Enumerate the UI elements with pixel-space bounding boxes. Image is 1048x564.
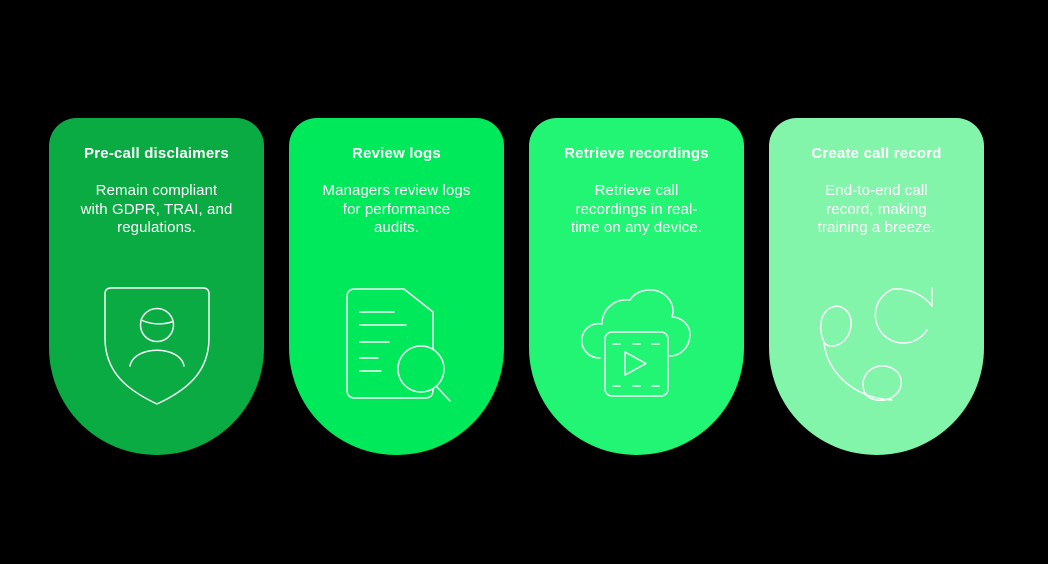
card-description-line: with GDPR, TRAI, and bbox=[80, 200, 233, 218]
card-description-line: regulations. bbox=[117, 219, 196, 236]
card-description: Retrieve call recordings in real- time o… bbox=[529, 182, 744, 238]
card-description-line: training a breeze. bbox=[817, 219, 936, 236]
card-title: Retrieve recordings bbox=[564, 145, 709, 162]
card-description-line: End-to-end call bbox=[825, 182, 928, 199]
card-description-line: record, making bbox=[826, 200, 927, 218]
card-description: Managers review logs for performance aud… bbox=[289, 182, 504, 238]
feature-card-pre-call-disclaimers: Pre-call disclaimers Remain compliant wi… bbox=[49, 118, 264, 455]
phone-refresh-icon bbox=[769, 286, 984, 402]
card-description-line: Managers review logs bbox=[322, 182, 471, 199]
feature-card-review-logs: Review logs Managers review logs for per… bbox=[289, 118, 504, 455]
card-description-line: time on any device. bbox=[570, 219, 703, 236]
cloud-video-icon bbox=[529, 286, 744, 400]
card-description-line: recordings in real- bbox=[575, 200, 698, 218]
card-description: Remain compliant with GDPR, TRAI, and re… bbox=[49, 182, 264, 238]
feature-card-retrieve-recordings: Retrieve recordings Retrieve call record… bbox=[529, 118, 744, 455]
card-title: Pre-call disclaimers bbox=[84, 145, 229, 162]
card-description-line: Remain compliant bbox=[95, 182, 218, 199]
card-title: Create call record bbox=[811, 145, 942, 162]
cards-row: Pre-call disclaimers Remain compliant wi… bbox=[49, 118, 984, 455]
card-description: End-to-end call record, making training … bbox=[769, 182, 984, 238]
document-search-icon bbox=[289, 286, 504, 408]
card-description-line: audits. bbox=[374, 219, 419, 236]
shield-user-icon bbox=[49, 286, 264, 406]
card-description-line: Retrieve call bbox=[594, 182, 679, 199]
feature-card-create-call-record: Create call record End-to-end call recor… bbox=[769, 118, 984, 455]
card-title: Review logs bbox=[352, 145, 441, 162]
card-description-line: for performance bbox=[342, 200, 451, 218]
